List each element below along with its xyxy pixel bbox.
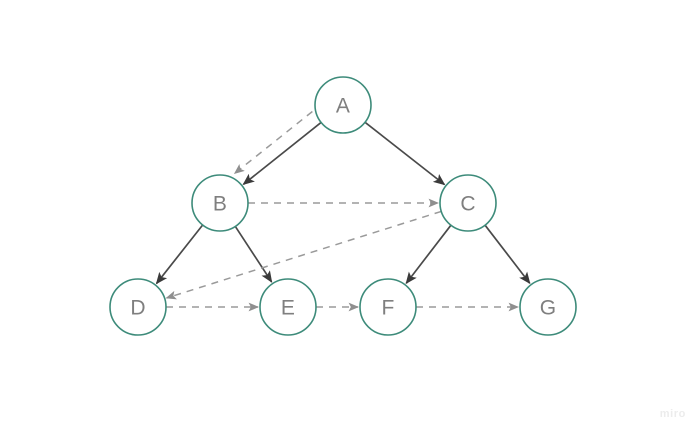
edge-a-to-b-dashed[interactable] bbox=[233, 110, 313, 175]
edge-b-to-e-solid[interactable] bbox=[234, 225, 273, 283]
node-a[interactable]: A bbox=[314, 76, 372, 134]
node-label-f: F bbox=[381, 297, 394, 320]
node-circle-f[interactable] bbox=[359, 278, 417, 336]
node-label-e: E bbox=[281, 297, 295, 320]
node-circle-a[interactable] bbox=[314, 76, 372, 134]
node-circle-c[interactable] bbox=[439, 174, 497, 232]
nodes-layer: A B C D E F G bbox=[109, 76, 577, 336]
node-g[interactable]: G bbox=[519, 278, 577, 336]
node-circle-d[interactable] bbox=[109, 278, 167, 336]
node-label-g: G bbox=[540, 297, 557, 320]
node-f[interactable]: F bbox=[359, 278, 417, 336]
edge-c-to-g-solid[interactable] bbox=[484, 224, 531, 285]
edge-c-to-d-dashed[interactable] bbox=[165, 210, 442, 300]
node-d[interactable]: D bbox=[109, 278, 167, 336]
node-label-b: B bbox=[213, 193, 227, 216]
node-b[interactable]: B bbox=[191, 174, 249, 232]
edges-layer bbox=[155, 110, 531, 312]
node-label-c: C bbox=[460, 193, 475, 216]
node-label-a: A bbox=[336, 95, 350, 118]
miro-watermark: miro bbox=[659, 408, 686, 420]
node-circle-g[interactable] bbox=[519, 278, 577, 336]
node-circle-b[interactable] bbox=[191, 174, 249, 232]
node-circle-e[interactable] bbox=[259, 278, 317, 336]
node-label-d: D bbox=[130, 297, 145, 320]
node-c[interactable]: C bbox=[439, 174, 497, 232]
edge-a-to-c-solid[interactable] bbox=[364, 121, 446, 186]
edge-c-to-f-solid[interactable] bbox=[405, 224, 452, 285]
edge-a-to-b-solid[interactable] bbox=[242, 121, 322, 186]
node-e[interactable]: E bbox=[259, 278, 317, 336]
edge-b-to-d-solid[interactable] bbox=[155, 224, 204, 285]
